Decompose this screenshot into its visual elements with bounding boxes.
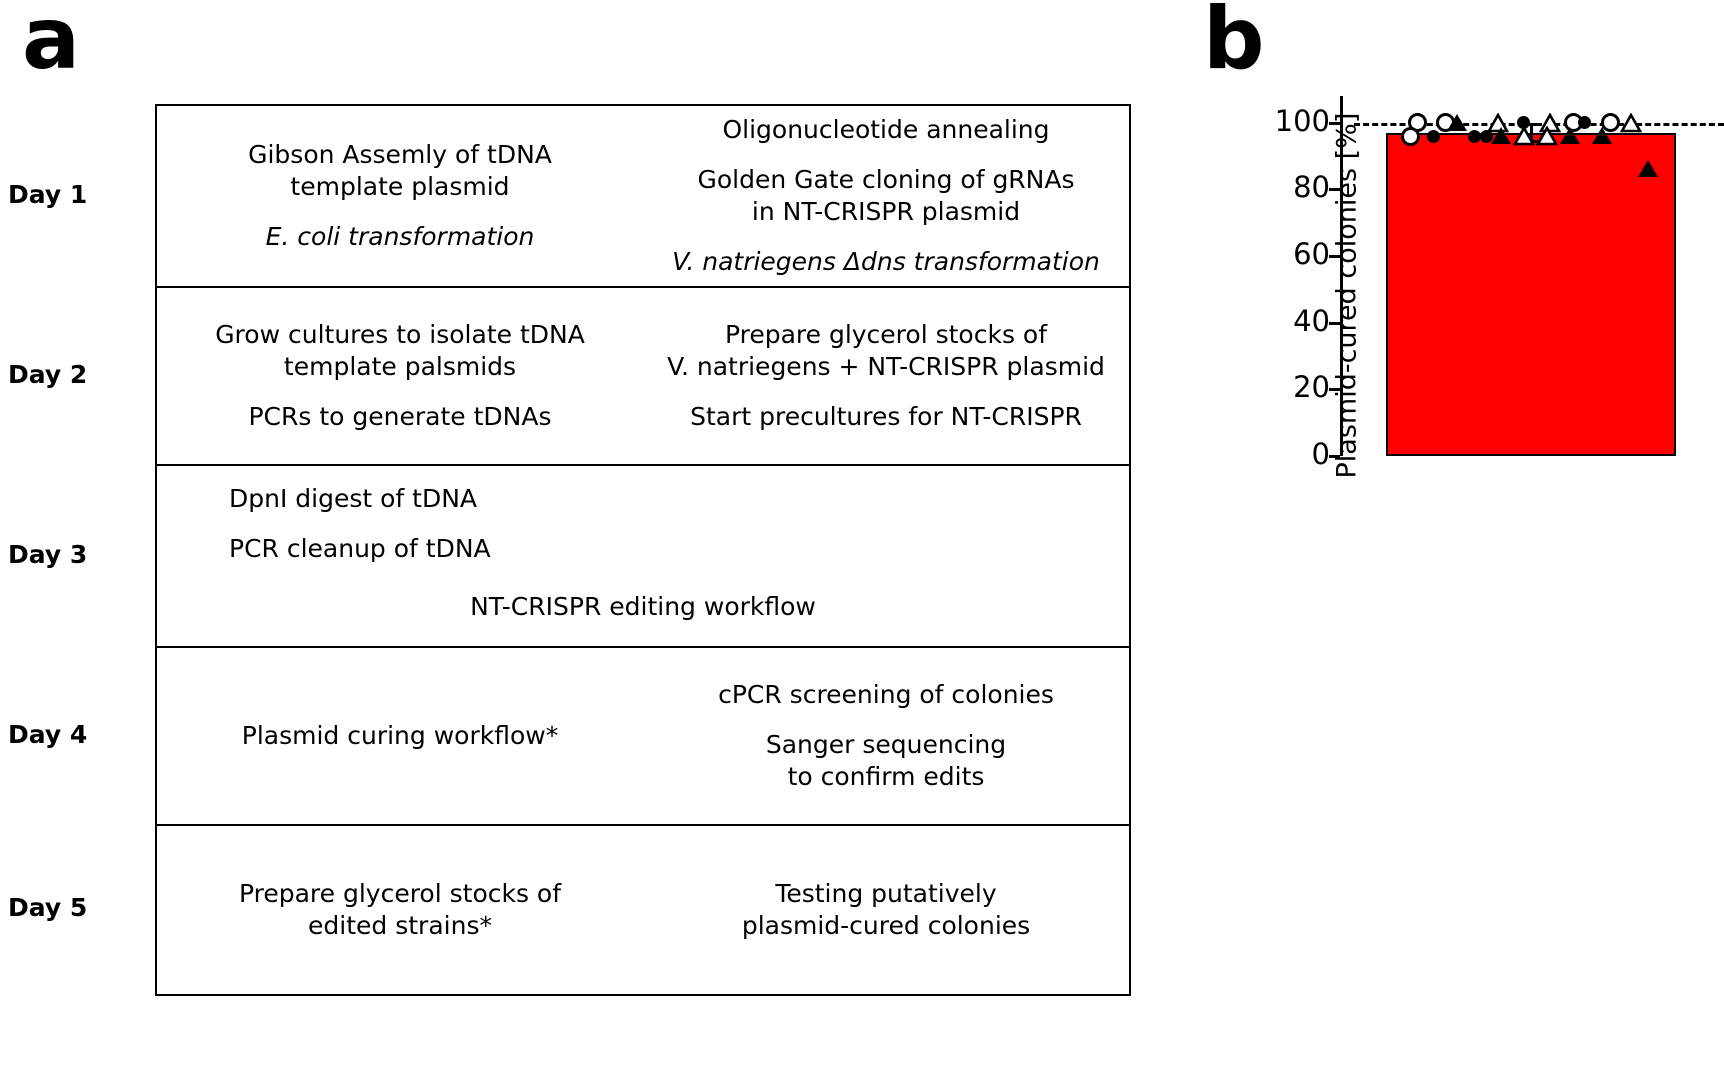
y-axis-tick	[1329, 455, 1340, 458]
workflow-item: DpnI digest of tDNA	[229, 484, 478, 513]
data-point-circle-filled	[1479, 129, 1493, 143]
y-axis-tick	[1329, 188, 1340, 192]
workflow-item: Prepare glycerol stocks of edited strain…	[238, 879, 562, 940]
y-axis-tick-label: 20	[1293, 370, 1330, 405]
day-label-3: Day 3	[8, 540, 88, 569]
workflow-item: Golden Gate cloning of gRNAs in NT-CRISP…	[697, 165, 1075, 226]
workflow-item: PCR cleanup of tDNA	[229, 534, 491, 563]
workflow-cell-left-day-4: Plasmid curing workflow*	[157, 648, 643, 824]
workflow-row-day-5: Prepare glycerol stocks of edited strain…	[157, 826, 1129, 994]
panel-a-letter: a	[22, 0, 81, 89]
workflow-item: E. coli transformation	[265, 222, 535, 251]
workflow-item: Plasmid curing workflow*	[241, 721, 559, 750]
error-bar	[1530, 124, 1533, 141]
day-label-5: Day 5	[8, 893, 88, 922]
workflow-cell-left-day-5: Prepare glycerol stocks of edited strain…	[157, 826, 643, 994]
y-axis-tick-label: 0	[1311, 437, 1330, 471]
data-point-circle-filled	[1467, 129, 1481, 143]
y-axis-tick-label: 40	[1293, 303, 1330, 338]
workflow-cell-left-day-3: DpnI digest of tDNA PCR cleanup of tDNA	[157, 466, 643, 582]
workflow-item: PCRs to generate tDNAs	[248, 402, 552, 431]
day-label-1: Day 1	[8, 180, 88, 209]
day-label-2: Day 2	[8, 360, 88, 389]
y-axis-tick-label: 60	[1293, 237, 1330, 271]
workflow-item: Oligonucleotide annealing	[722, 115, 1050, 144]
workflow-item: Sanger sequencing to confirm edits	[765, 730, 1007, 791]
data-point-triangle-filled	[1490, 127, 1511, 144]
data-point-triangle-filled	[1592, 127, 1613, 144]
data-point-triangle-filled	[1638, 160, 1659, 178]
workflow-row-day-3: DpnI digest of tDNA PCR cleanup of tDNA NT…	[157, 466, 1129, 648]
y-axis-tick	[1329, 255, 1340, 258]
workflow-item: Grow cultures to isolate tDNA template p…	[215, 320, 585, 381]
y-axis-tick-label: 80	[1293, 170, 1330, 205]
data-point-triangle-filled	[1447, 113, 1468, 131]
workflow-row-day-4: Plasmid curing workflow* cPCR screening o…	[157, 648, 1129, 826]
y-axis-line	[1340, 96, 1343, 456]
workflow-item: Start precultures for NT-CRISPR	[690, 402, 1082, 431]
data-point-circle-filled	[1517, 116, 1531, 130]
panel-a-workflow: a Gibson Assemly of tDNA template plasmi…	[8, 0, 1131, 996]
y-axis-tick	[1329, 388, 1340, 392]
y-axis-tick	[1329, 121, 1340, 125]
workflow-item: Prepare glycerol stocks of V. natriegens…	[667, 320, 1105, 381]
chart-plot-area: 100 80 60 40 20 0	[1275, 96, 1724, 469]
workflow-item-full-width: NT-CRISPR editing workflow	[470, 592, 816, 621]
bar-plasmid-cured	[1386, 132, 1676, 456]
y-axis-tick	[1329, 321, 1340, 325]
workflow-item: V. natriegens Δdns transformation	[672, 247, 1100, 276]
data-point-circle-filled	[1427, 129, 1441, 143]
workflow-cell-right-day-3	[643, 466, 1129, 582]
error-bar-cap-upper	[1521, 123, 1540, 127]
day-label-4: Day 4	[8, 720, 88, 749]
workflow-cell-right-day-2: Prepare glycerol stocks of V. natriegens…	[643, 288, 1129, 464]
workflow-row-day-2: Grow cultures to isolate tDNA template p…	[157, 288, 1129, 466]
workflow-item: Gibson Assemly of tDNA template plasmid	[248, 140, 552, 201]
data-point-triangle-filled	[1560, 127, 1581, 144]
data-point-circle-filled	[1578, 116, 1592, 130]
workflow-item: Testing putatively plasmid-cured colonie…	[741, 879, 1031, 940]
panel-b-letter: b	[1203, 0, 1265, 89]
workflow-item: cPCR screening of colonies	[718, 680, 1054, 709]
workflow-cell-right-day-5: Testing putatively plasmid-cured colonie…	[643, 826, 1129, 994]
y-axis-tick-label: 100	[1274, 103, 1330, 138]
workflow-cell-left-day-2: Grow cultures to isolate tDNA template p…	[157, 288, 643, 464]
data-point-circle-open	[1401, 126, 1421, 146]
